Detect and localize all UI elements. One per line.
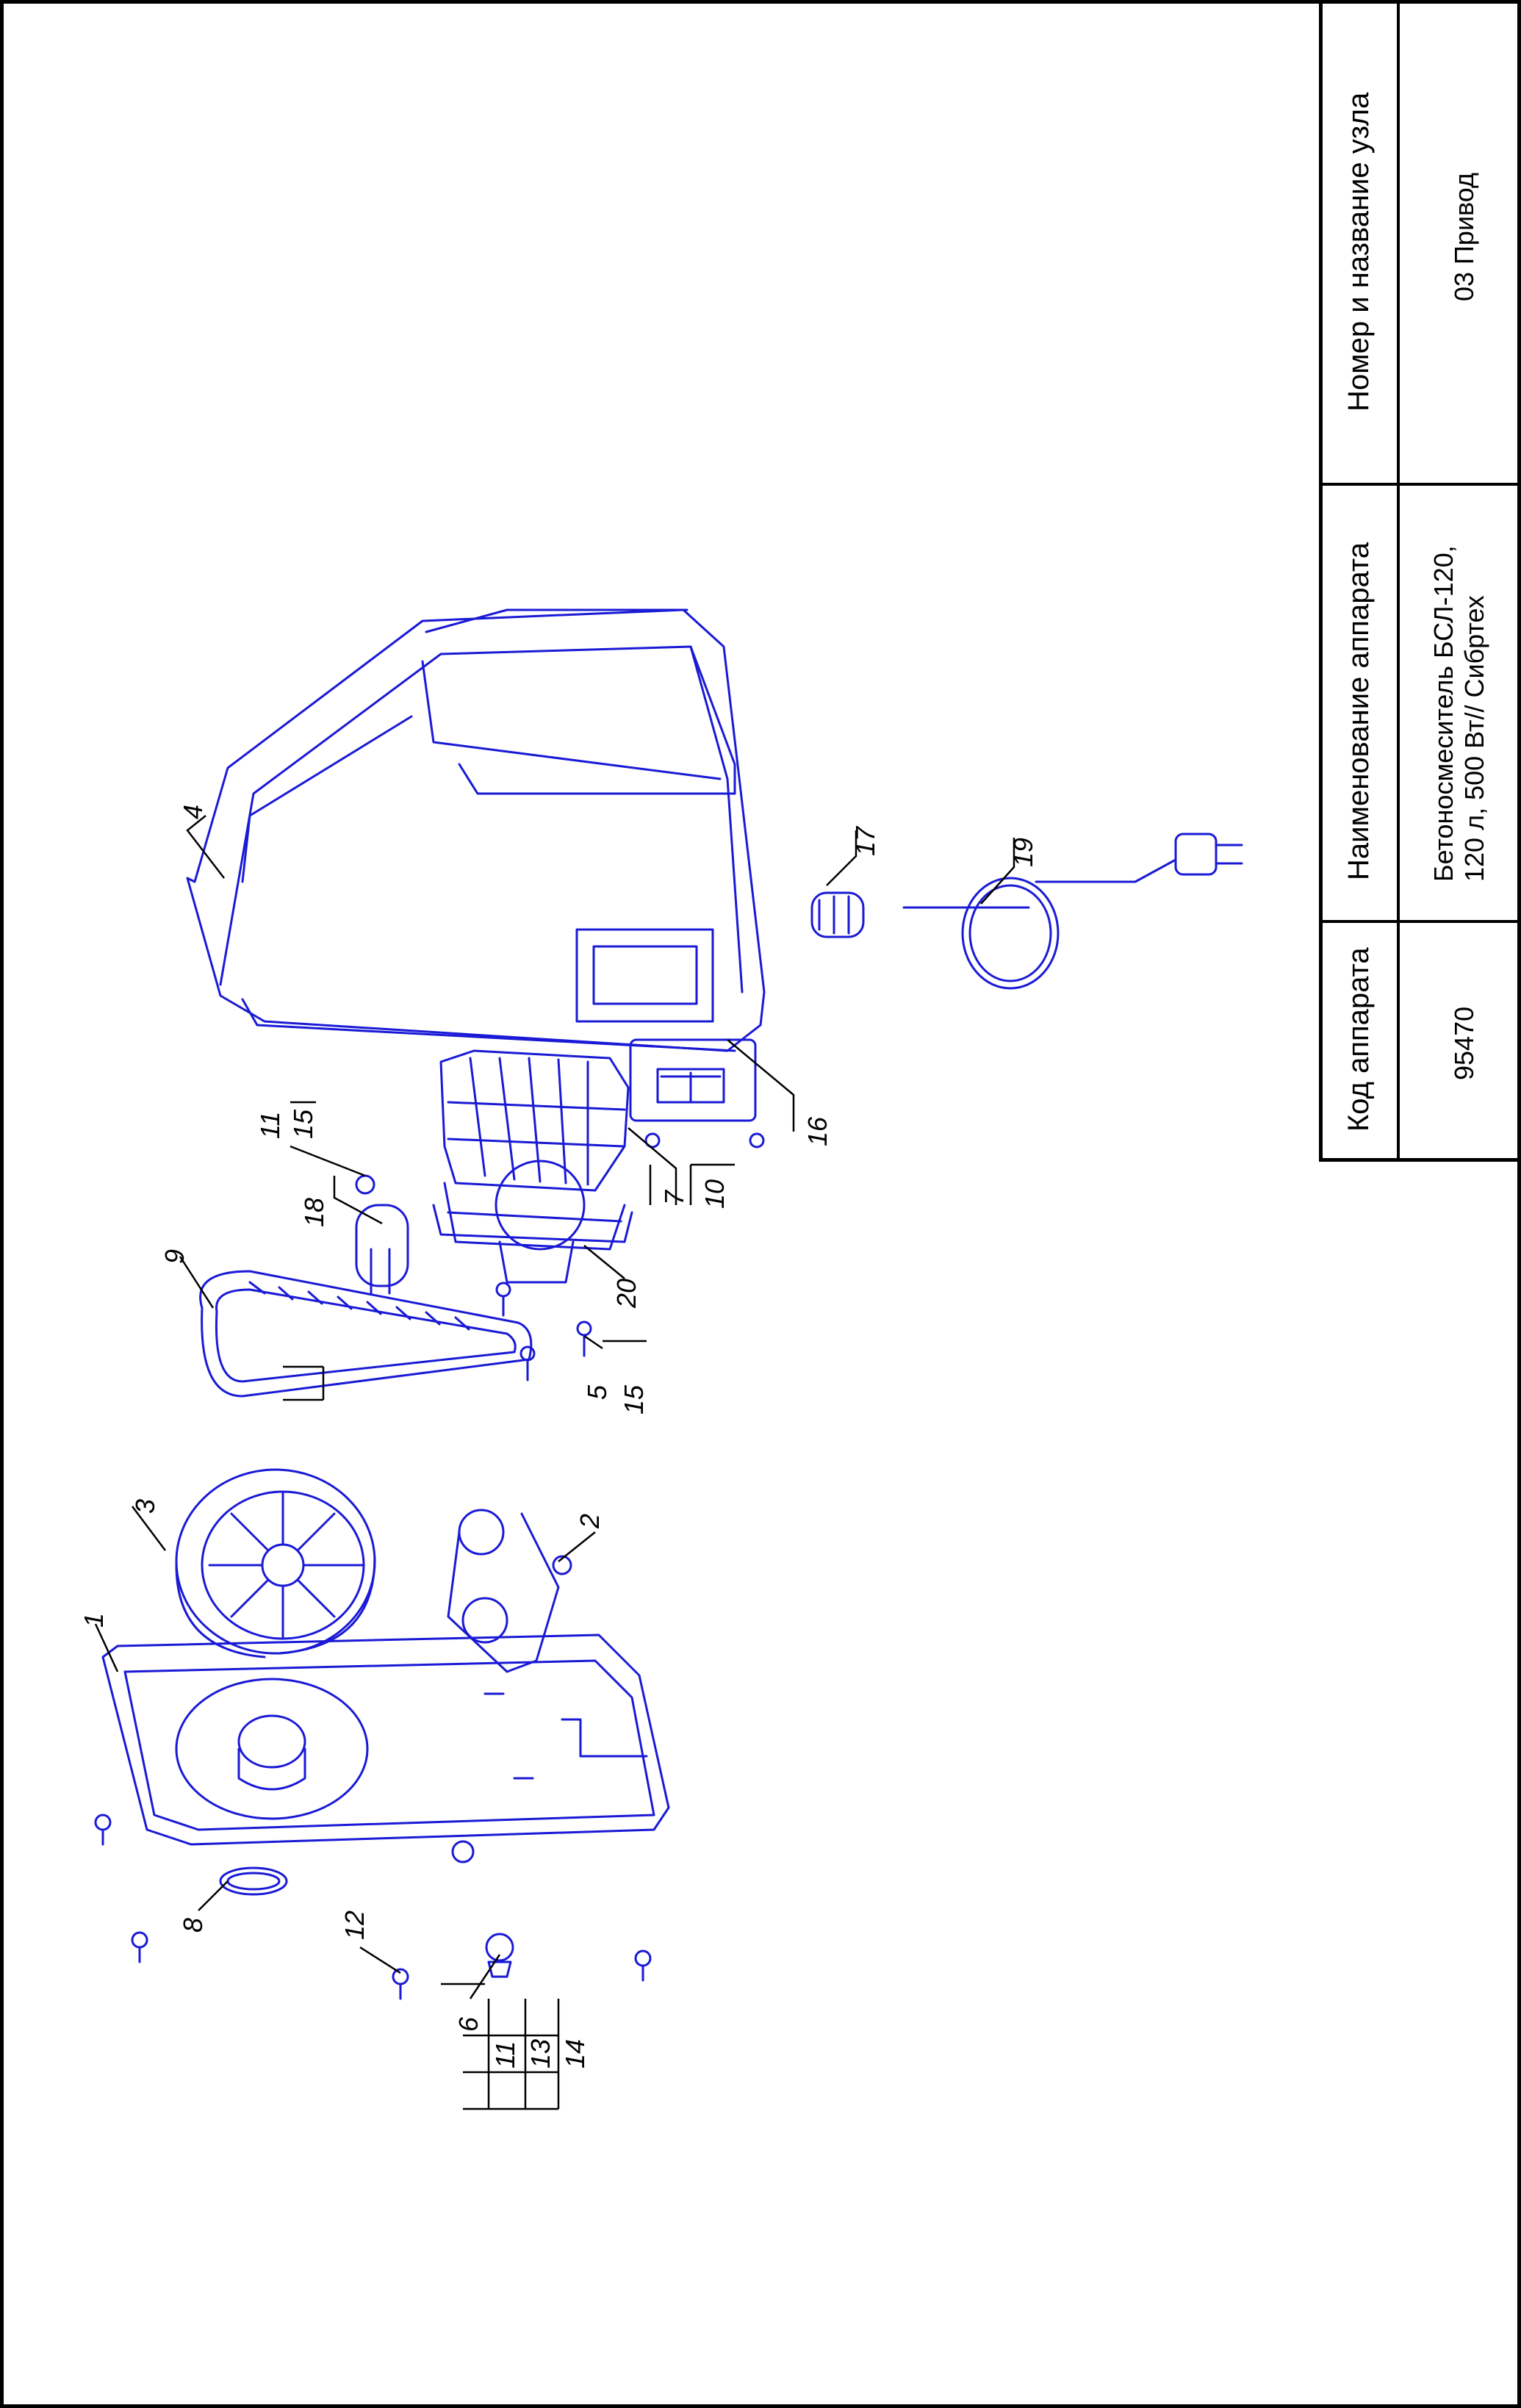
callout-3: 3 (130, 1499, 160, 1514)
callout-15-bottom: 15 (619, 1384, 649, 1415)
title-block: Номер и название узла Наименование аппар… (1319, 0, 1521, 1162)
header-name: Наименование аппарата (1342, 542, 1375, 880)
motor-cover-part (186, 608, 766, 1284)
pulley-wheel-part (175, 1468, 376, 1658)
callout-19: 19 (1008, 838, 1038, 867)
callout-9: 9 (159, 1249, 190, 1264)
value-name-line1: Бетоносмеситель БСЛ-120, (1428, 545, 1459, 882)
header-code: Код аппарата (1342, 947, 1375, 1132)
value-code: 95470 (1449, 1006, 1479, 1080)
bracket-part (447, 1509, 572, 1673)
power-cord-part (902, 833, 1243, 990)
callout-8: 8 (178, 1918, 208, 1933)
value-name-line2: 120 л, 500 Вт// Сибртех (1459, 595, 1489, 882)
motor-fasteners (355, 1132, 765, 1381)
callout-11-bottom: 11 (490, 2041, 520, 2069)
callout-1: 1 (79, 1613, 109, 1628)
callout-13: 13 (525, 2039, 555, 2069)
callout-7: 7 (659, 1189, 689, 1205)
callout-15-top: 15 (288, 1109, 318, 1139)
retaining-ring-part (219, 1866, 288, 1896)
callout-12: 12 (339, 1911, 370, 1940)
exploded-assembly-drawing: 4 16 17 19 7 10 20 18 11 15 9 5 15 3 2 1… (79, 608, 1243, 2110)
callout-16: 16 (802, 1116, 833, 1146)
cable-gland-part (810, 891, 865, 938)
callout-6: 6 (453, 2016, 483, 2032)
capacitor-part (355, 1204, 409, 1295)
callout-11-top: 11 (255, 1112, 285, 1139)
callout-2: 2 (575, 1514, 605, 1529)
callout-20: 20 (611, 1279, 641, 1309)
callout-10: 10 (700, 1179, 730, 1209)
base-plate-part (101, 1634, 670, 1846)
belt-part (199, 1270, 533, 1398)
callout-5: 5 (582, 1384, 612, 1400)
header-unit: Номер и название узла (1342, 92, 1375, 411)
callout-17: 17 (850, 825, 880, 856)
callout-4: 4 (178, 805, 208, 819)
value-unit: 03 Привод (1449, 172, 1479, 301)
callout-14: 14 (560, 2039, 590, 2069)
base-screws (94, 1814, 652, 2000)
callout-18: 18 (299, 1198, 329, 1227)
